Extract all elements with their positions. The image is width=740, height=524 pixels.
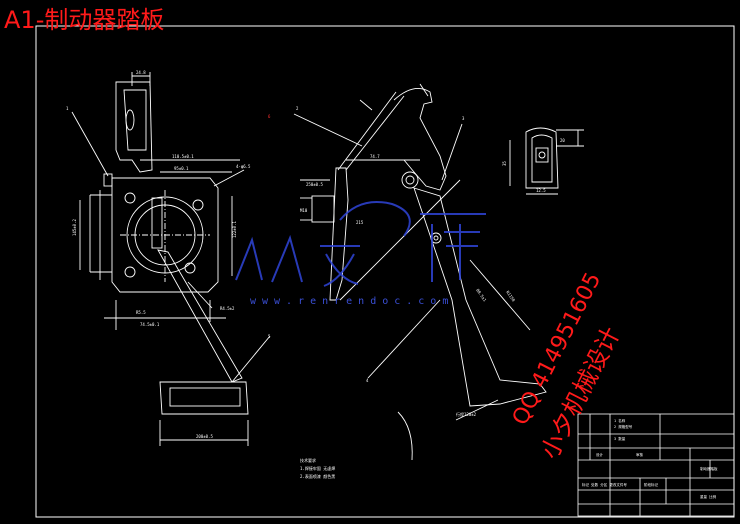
part-balloons: 1 2 3 4 5 6 <box>66 106 465 383</box>
front-view-dim-labels: 24.8 110.5±0.1 95±0.1 145±0.2 122±0.1 R5… <box>72 70 251 439</box>
svg-text:R4.5±2: R4.5±2 <box>220 306 235 311</box>
svg-text:制动器踏板: 制动器踏板 <box>700 466 718 471</box>
svg-text:2.表面喷漆 颜色黑: 2.表面喷漆 颜色黑 <box>300 473 335 479</box>
technical-notes: 技术要求 1.焊接牢固 无虚焊 2.表面喷漆 颜色黑 <box>300 457 335 479</box>
balloon-5: 5 <box>268 334 271 339</box>
svg-text:标记 处数 分区 更改文件号: 标记 处数 分区 更改文件号 <box>582 482 627 487</box>
balloon-4: 4 <box>366 378 369 383</box>
balloon-1: 1 <box>66 106 69 111</box>
svg-text:200±0.5: 200±0.5 <box>196 434 213 439</box>
balloon-3: 3 <box>462 116 465 121</box>
svg-text:95±0.1: 95±0.1 <box>174 166 189 171</box>
svg-text:M10: M10 <box>300 208 308 213</box>
svg-text:74.7: 74.7 <box>370 154 380 159</box>
svg-text:88.5±1: 88.5±1 <box>475 288 488 303</box>
svg-text:1.焊接牢固 无虚焊: 1.焊接牢固 无虚焊 <box>300 465 335 471</box>
svg-text:1 名称: 1 名称 <box>614 418 626 423</box>
outer-frame <box>35 25 735 518</box>
title-block <box>577 413 735 517</box>
balloon-2: 2 <box>296 106 299 111</box>
watermark-url: www.renrendoc.com <box>250 296 455 307</box>
svg-text:110.5±0.1: 110.5±0.1 <box>172 154 194 159</box>
front-view <box>71 72 271 446</box>
svg-text:2 规格型号: 2 规格型号 <box>614 424 633 429</box>
svg-text:设计: 设计 <box>596 452 604 457</box>
side-view-dim-labels: 74.7 250±0.5 M10 215 88.5±1 R1158 行程120±… <box>300 154 517 417</box>
svg-text:阶段标记: 阶段标记 <box>644 482 658 487</box>
detail-view <box>509 127 584 195</box>
svg-text:R5.5: R5.5 <box>136 310 146 315</box>
svg-text:145±0.2: 145±0.2 <box>72 219 77 236</box>
detail-dim-labels: 20 12.5 35 <box>502 138 565 193</box>
svg-text:215: 215 <box>356 220 364 225</box>
svg-text:4-φ6.5: 4-φ6.5 <box>236 164 251 169</box>
balloon-6: 6 <box>268 114 271 119</box>
svg-text:重量 比例: 重量 比例 <box>700 494 717 499</box>
svg-text:74.5±0.1: 74.5±0.1 <box>140 322 160 327</box>
svg-text:3 数量: 3 数量 <box>614 436 626 441</box>
sheet-title: A1-制动器踏板 <box>4 6 165 34</box>
svg-text:行程120±2: 行程120±2 <box>456 411 477 417</box>
svg-text:审核: 审核 <box>636 452 644 457</box>
svg-text:R1158: R1158 <box>505 290 516 303</box>
svg-text:35: 35 <box>502 161 507 166</box>
svg-text:250±0.5: 250±0.5 <box>306 182 323 187</box>
svg-text:技术要求: 技术要求 <box>300 457 316 463</box>
svg-text:24.8: 24.8 <box>136 70 146 75</box>
title-block-cells: 1 名称 2 规格型号 3 数量 设计 审核 制动器踏板 标记 处数 分区 更改… <box>582 418 718 499</box>
svg-text:122±0.1: 122±0.1 <box>232 221 237 238</box>
side-view <box>293 83 547 461</box>
svg-text:12.5: 12.5 <box>536 188 546 193</box>
svg-text:20: 20 <box>560 138 565 143</box>
watermark-logo-graphic <box>235 201 486 287</box>
